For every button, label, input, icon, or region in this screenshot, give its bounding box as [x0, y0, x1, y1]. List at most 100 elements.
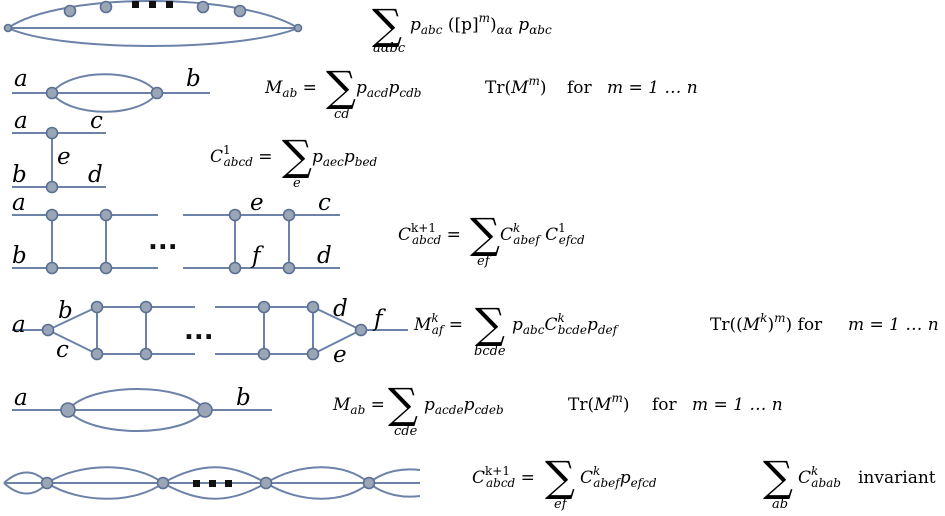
vertex [196, 0, 210, 14]
sum-symbol: ∑ [545, 452, 575, 501]
range-text: m = 1 … n [848, 315, 939, 335]
node-label: b [58, 298, 73, 324]
vertex [3, 23, 13, 33]
vertex [293, 23, 303, 33]
sum-symbol: ∑ [282, 131, 312, 180]
trace-note: Tr(Mm) [485, 74, 547, 98]
range-text: m = 1 … n [692, 395, 783, 415]
vertex [99, 261, 113, 275]
node-label: b [236, 385, 251, 411]
row3-graph: a c e b d [12, 108, 106, 194]
vertex [90, 300, 104, 314]
vertex [354, 323, 368, 337]
vertex [306, 300, 320, 314]
vertex [45, 180, 59, 194]
vertex [150, 86, 164, 100]
sum-subscript: cd [334, 107, 350, 122]
row7-graph [3, 466, 421, 500]
ellipsis: ... [148, 226, 178, 256]
vertex [99, 0, 113, 14]
ellipsis-dot [225, 480, 232, 487]
sum-subscript: ab [772, 497, 788, 512]
vertex [228, 208, 242, 222]
vertex [233, 4, 247, 18]
vertex [40, 476, 54, 490]
node-label: b [186, 66, 201, 92]
sum-symbol: ∑ [388, 379, 418, 428]
vertex [45, 208, 59, 222]
vertex [41, 323, 55, 337]
vertex [156, 476, 170, 490]
vertex [139, 347, 153, 361]
node-label: c [90, 108, 103, 134]
vertex [139, 300, 153, 314]
vertex [282, 261, 296, 275]
node-label: a [12, 190, 26, 216]
node-label: b [12, 162, 27, 188]
formula-text: pabc ([p]m)αα pαbc [410, 11, 552, 37]
ellipsis-dot [193, 480, 200, 487]
formula-rhs: pacdepcdeb [424, 395, 504, 417]
ellipsis-dot [209, 480, 216, 487]
vertex [282, 208, 296, 222]
vertex [362, 476, 376, 490]
sum-symbol: ∑ [326, 62, 356, 111]
row1-formula: ∑ aαbc pabc ([p]m)αα pαbc [372, 0, 552, 56]
vertex [197, 402, 213, 418]
range-text: m = 1 … n [607, 78, 698, 98]
node-label: c [318, 190, 331, 216]
sum-symbol: ∑ [372, 0, 402, 49]
ellipsis-dot [132, 1, 139, 8]
sum-subscript: aαbc [373, 41, 406, 56]
row4-graph: ... a e c b f d [12, 190, 340, 275]
sum-subscript: ef [554, 497, 569, 512]
node-label: a [14, 66, 28, 92]
vertex [257, 300, 271, 314]
node-label: a [14, 385, 28, 411]
vertex [90, 347, 104, 361]
vertex [60, 402, 76, 418]
node-label: e [57, 144, 71, 170]
node-label: d [333, 296, 348, 322]
row2-formula: Mab = ∑ cd pacdpcdb Tr(Mm) for m = 1 … n [264, 62, 698, 122]
sum-subscript: bcde [474, 344, 506, 359]
node-label: d [88, 162, 103, 188]
sum-subscript: cde [394, 424, 418, 439]
formula-rhs: pacdpcdb [356, 78, 421, 100]
row6-formula: Mab = ∑ cde pacdepcdeb Tr(Mm) for m = 1 … [332, 379, 783, 439]
ellipsis-dot [166, 1, 173, 8]
node-label: f [250, 243, 264, 269]
node-label: e [333, 342, 347, 368]
vertex [45, 261, 59, 275]
row1-graph [3, 0, 303, 47]
sum-subscript: ef [477, 254, 492, 269]
for-word: for [652, 395, 678, 415]
row2-graph: a b [12, 66, 210, 113]
vertex [306, 347, 320, 361]
trace-note: Tr(Mm) [568, 391, 630, 415]
for-word: for [567, 78, 593, 98]
formula-lhs: Mab = [332, 395, 385, 417]
node-label: d [317, 243, 332, 269]
vertex [63, 4, 77, 18]
row5-graph: ... a b c d f e [12, 296, 408, 368]
vertex [45, 86, 59, 100]
vertex [228, 261, 242, 275]
sum-symbol: ∑ [763, 452, 793, 501]
vertex [257, 347, 271, 361]
ellipsis-dot [149, 1, 156, 8]
ellipsis: ... [184, 316, 214, 346]
formula-lhs: Mab = [264, 78, 317, 100]
node-label: a [12, 312, 26, 338]
